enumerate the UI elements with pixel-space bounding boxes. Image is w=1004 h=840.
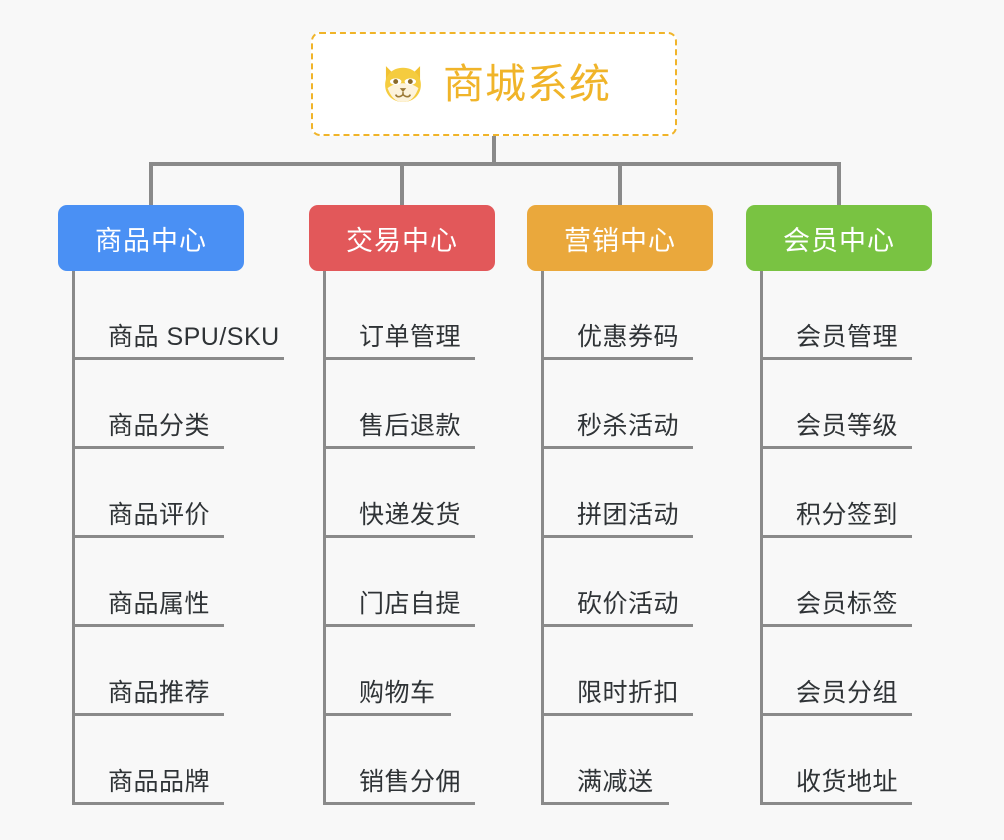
leaf-underline bbox=[323, 624, 475, 627]
leaf-label: 收货地址 bbox=[796, 767, 899, 796]
leaf-label: 满减送 bbox=[577, 767, 654, 796]
leaf-label: 商品分类 bbox=[108, 411, 211, 440]
shiba-dog-face-icon bbox=[385, 66, 421, 102]
leaf-underline bbox=[760, 624, 912, 627]
leaf-label: 商品品牌 bbox=[108, 767, 211, 796]
leaf-item[interactable]: 商品分类 bbox=[72, 360, 280, 449]
connector-drop-branch-1 bbox=[149, 162, 153, 208]
leaf-list-4: 会员管理 会员等级 积分签到 会员标签 会员分组 收货地址 bbox=[760, 271, 912, 805]
connector-drop-branch-4 bbox=[837, 162, 841, 208]
leaf-label: 会员标签 bbox=[796, 589, 899, 618]
leaf-item[interactable]: 限时折扣 bbox=[541, 627, 693, 716]
branch-header-label-1: 商品中心 bbox=[95, 225, 207, 256]
leaf-underline bbox=[72, 535, 224, 538]
leaf-item[interactable]: 商品推荐 bbox=[72, 627, 280, 716]
leaf-underline bbox=[760, 446, 912, 449]
branch-trunk-4 bbox=[760, 271, 763, 805]
leaf-item[interactable]: 拼团活动 bbox=[541, 449, 693, 538]
connector-horizontal-bus bbox=[150, 162, 840, 166]
leaf-item[interactable]: 门店自提 bbox=[323, 538, 475, 627]
leaf-label: 会员分组 bbox=[796, 678, 899, 707]
branch-header-label-4: 会员中心 bbox=[783, 225, 895, 256]
leaf-item[interactable]: 优惠券码 bbox=[541, 271, 693, 360]
leaf-item[interactable]: 收货地址 bbox=[760, 716, 912, 805]
leaf-label: 售后退款 bbox=[359, 411, 462, 440]
leaf-item[interactable]: 会员标签 bbox=[760, 538, 912, 627]
leaf-item[interactable]: 商品品牌 bbox=[72, 716, 280, 805]
leaf-underline bbox=[72, 802, 224, 805]
leaf-underline bbox=[72, 624, 224, 627]
leaf-label: 购物车 bbox=[359, 678, 436, 707]
leaf-item[interactable]: 购物车 bbox=[323, 627, 461, 716]
leaf-underline bbox=[541, 624, 693, 627]
branch-trunk-2 bbox=[323, 271, 326, 805]
leaf-label: 销售分佣 bbox=[359, 767, 462, 796]
leaf-underline bbox=[541, 535, 693, 538]
leaf-underline bbox=[323, 357, 475, 360]
leaf-label: 优惠券码 bbox=[577, 322, 680, 351]
leaf-underline bbox=[323, 713, 451, 716]
leaf-label: 门店自提 bbox=[359, 589, 462, 618]
branch-trunk-3 bbox=[541, 271, 544, 805]
leaf-item[interactable]: 满减送 bbox=[541, 716, 679, 805]
leaf-label: 会员管理 bbox=[796, 322, 899, 351]
leaf-item[interactable]: 售后退款 bbox=[323, 360, 475, 449]
branch-header-3[interactable]: 营销中心 bbox=[527, 205, 713, 271]
leaf-label: 商品属性 bbox=[108, 589, 211, 618]
branch-header-4[interactable]: 会员中心 bbox=[746, 205, 932, 271]
leaf-label: 秒杀活动 bbox=[577, 411, 680, 440]
branch-header-2[interactable]: 交易中心 bbox=[309, 205, 495, 271]
leaf-label: 拼团活动 bbox=[577, 500, 680, 529]
leaf-label: 砍价活动 bbox=[577, 589, 680, 618]
leaf-underline bbox=[760, 713, 912, 716]
leaf-underline bbox=[760, 357, 912, 360]
leaf-item[interactable]: 订单管理 bbox=[323, 271, 475, 360]
leaf-item[interactable]: 商品评价 bbox=[72, 449, 280, 538]
leaf-underline bbox=[72, 446, 224, 449]
leaf-item[interactable]: 快递发货 bbox=[323, 449, 475, 538]
leaf-underline bbox=[541, 446, 693, 449]
root-node-title: 商城系统 bbox=[443, 60, 611, 107]
leaf-underline bbox=[541, 357, 693, 360]
leaf-label: 积分签到 bbox=[796, 500, 899, 529]
leaf-item[interactable]: 会员分组 bbox=[760, 627, 912, 716]
leaf-item[interactable]: 砍价活动 bbox=[541, 538, 693, 627]
leaf-label: 商品推荐 bbox=[108, 678, 211, 707]
leaf-underline bbox=[323, 802, 475, 805]
leaf-underline bbox=[72, 357, 284, 360]
branch-header-label-2: 交易中心 bbox=[346, 225, 458, 256]
leaf-list-1: 商品 SPU/SKU 商品分类 商品评价 商品属性 商品推荐 商品品牌 bbox=[72, 271, 284, 805]
leaf-label: 快递发货 bbox=[359, 500, 462, 529]
leaf-item[interactable]: 商品属性 bbox=[72, 538, 280, 627]
leaf-label: 商品 SPU/SKU bbox=[108, 322, 280, 351]
leaf-item[interactable]: 商品 SPU/SKU bbox=[72, 271, 284, 360]
leaf-underline bbox=[760, 535, 912, 538]
connector-drop-branch-2 bbox=[400, 162, 404, 208]
leaf-underline bbox=[541, 713, 693, 716]
leaf-item[interactable]: 会员管理 bbox=[760, 271, 912, 360]
leaf-underline bbox=[72, 713, 224, 716]
leaf-underline bbox=[541, 802, 669, 805]
leaf-label: 限时折扣 bbox=[577, 678, 680, 707]
leaf-label: 会员等级 bbox=[796, 411, 899, 440]
leaf-list-2: 订单管理 售后退款 快递发货 门店自提 购物车 销售分佣 bbox=[323, 271, 475, 805]
leaf-underline bbox=[323, 446, 475, 449]
leaf-item[interactable]: 会员等级 bbox=[760, 360, 912, 449]
leaf-item[interactable]: 秒杀活动 bbox=[541, 360, 693, 449]
root-node-card[interactable]: 商城系统 bbox=[311, 32, 677, 136]
branch-header-label-3: 营销中心 bbox=[564, 225, 676, 256]
leaf-underline bbox=[760, 802, 912, 805]
connector-root-stem bbox=[492, 136, 496, 164]
leaf-label: 订单管理 bbox=[359, 322, 462, 351]
leaf-item[interactable]: 销售分佣 bbox=[323, 716, 475, 805]
leaf-label: 商品评价 bbox=[108, 500, 211, 529]
leaf-underline bbox=[323, 535, 475, 538]
leaf-item[interactable]: 积分签到 bbox=[760, 449, 912, 538]
branch-header-1[interactable]: 商品中心 bbox=[58, 205, 244, 271]
connector-drop-branch-3 bbox=[618, 162, 622, 208]
leaf-list-3: 优惠券码 秒杀活动 拼团活动 砍价活动 限时折扣 满减送 bbox=[541, 271, 693, 805]
branch-trunk-1 bbox=[72, 271, 75, 805]
